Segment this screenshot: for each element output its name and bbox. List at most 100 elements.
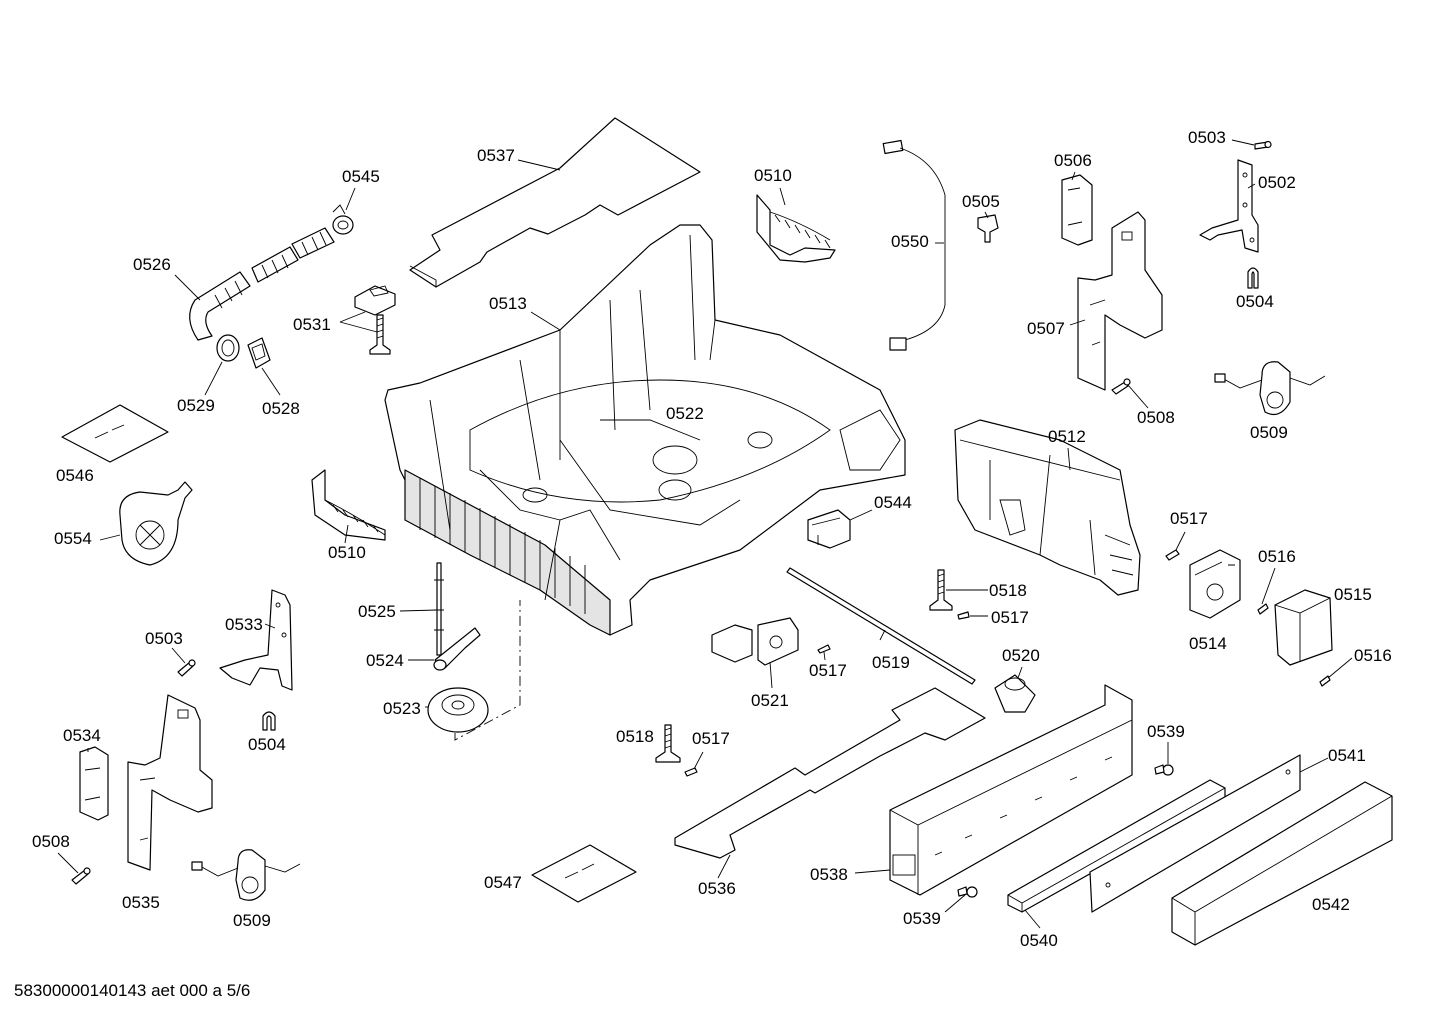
document-id: 58300000140143 aet 000 a 5/6 — [14, 981, 251, 1000]
part-0554-pump — [119, 481, 193, 566]
label-0502: 0502 — [1258, 173, 1296, 192]
part-0506-cover — [1061, 174, 1093, 246]
label-0528: 0528 — [262, 399, 300, 418]
label-0526: 0526 — [133, 255, 171, 274]
part-0508-screw — [1111, 378, 1131, 395]
label-0539-top: 0539 — [1147, 722, 1185, 741]
label-0550: 0550 — [891, 232, 929, 251]
label-0525: 0525 — [358, 602, 396, 621]
label-0536: 0536 — [698, 879, 736, 898]
part-0517-screw-right — [1165, 549, 1180, 561]
part-0517-screw-mid — [817, 644, 831, 654]
label-0504-left: 0504 — [248, 735, 286, 754]
label-0517-right: 0517 — [1170, 509, 1208, 528]
label-0533: 0533 — [225, 615, 263, 634]
part-0510-spring-top — [756, 194, 836, 263]
part-0517-screw-lower — [684, 767, 698, 777]
label-0522: 0522 — [666, 404, 704, 423]
part-0525-rod — [434, 562, 444, 656]
part-0542-kick-plate — [1171, 781, 1393, 946]
label-0517-mid: 0517 — [809, 661, 847, 680]
label-0554: 0554 — [54, 529, 92, 548]
label-0524: 0524 — [366, 651, 404, 670]
part-0529-clamp — [216, 334, 240, 362]
part-0515-cover — [1274, 589, 1333, 666]
label-0503-top: 0503 — [1188, 128, 1226, 147]
label-0518-lower: 0518 — [616, 727, 654, 746]
label-0514: 0514 — [1189, 634, 1227, 653]
part-0541-panel — [1089, 754, 1301, 913]
label-0546: 0546 — [56, 466, 94, 485]
label-0535: 0535 — [122, 893, 160, 912]
part-0513-base-tub — [384, 224, 906, 636]
label-0508-right: 0508 — [1137, 408, 1175, 427]
label-0508-left: 0508 — [32, 832, 70, 851]
label-0539-bottom: 0539 — [903, 909, 941, 928]
part-0512-control-unit — [954, 419, 1141, 596]
label-0544: 0544 — [874, 493, 912, 512]
label-0519: 0519 — [872, 653, 910, 672]
part-0550-cable — [882, 139, 946, 351]
part-0524-lever — [433, 627, 481, 671]
label-0542: 0542 — [1312, 895, 1350, 914]
part-0535-bracket — [127, 694, 213, 871]
part-0533-bracket — [219, 589, 293, 691]
part-0502-bracket — [1199, 159, 1259, 253]
part-0518-screw-lower — [655, 724, 681, 763]
part-0534-cover — [79, 746, 109, 821]
part-0517-screw-center — [957, 611, 970, 620]
label-0504-top: 0504 — [1236, 292, 1274, 311]
label-0506: 0506 — [1054, 151, 1092, 170]
part-0537-cover-plate — [409, 117, 701, 288]
label-0516-top: 0516 — [1258, 547, 1296, 566]
label-0518-center: 0518 — [989, 581, 1027, 600]
label-0505: 0505 — [962, 192, 1000, 211]
label-0507: 0507 — [1027, 319, 1065, 338]
label-0516-bottom: 0516 — [1354, 646, 1392, 665]
part-0507-bracket — [1077, 211, 1163, 391]
label-0531: 0531 — [293, 315, 331, 334]
label-0547: 0547 — [484, 873, 522, 892]
part-labels: 0537 0545 0526 0531 0513 0529 0528 0510 … — [32, 128, 1392, 950]
label-0538: 0538 — [810, 865, 848, 884]
label-0509-left: 0509 — [233, 911, 271, 930]
part-0508-screw-left — [71, 867, 91, 885]
label-0529: 0529 — [177, 396, 215, 415]
part-0538-panel — [889, 684, 1133, 896]
label-0540: 0540 — [1020, 931, 1058, 950]
part-0531-block-screw — [354, 285, 396, 355]
part-0539-screw-b — [957, 886, 978, 898]
label-0517-center: 0517 — [991, 608, 1029, 627]
label-0510-top: 0510 — [754, 166, 792, 185]
part-0521-valve — [711, 617, 799, 666]
part-0516-screw-a — [1257, 603, 1269, 615]
part-0505-connector — [977, 214, 999, 243]
part-0546-bag — [61, 404, 169, 463]
part-0520-fitting — [994, 674, 1036, 713]
part-0545-clamp — [332, 204, 354, 235]
part-0526-hose — [189, 227, 335, 341]
label-0523: 0523 — [383, 699, 421, 718]
part-0547-bag — [531, 844, 637, 903]
label-0503-left: 0503 — [145, 629, 183, 648]
part-0503-screw-top — [1254, 140, 1272, 150]
label-0517-lower: 0517 — [692, 729, 730, 748]
part-0504-clip-left — [262, 711, 276, 731]
part-0539-screw-a — [1154, 764, 1174, 776]
label-0520: 0520 — [1002, 646, 1040, 665]
part-0544-valve — [807, 509, 851, 549]
part-0523-wheel — [427, 687, 489, 733]
label-0515: 0515 — [1334, 585, 1372, 604]
part-0514-module — [1189, 549, 1241, 619]
part-0503-screw-left — [177, 659, 196, 677]
label-0510-left: 0510 — [328, 543, 366, 562]
label-0509-top: 0509 — [1250, 423, 1288, 442]
part-0510-spring-left — [311, 469, 386, 541]
part-0519-rod — [786, 567, 976, 685]
part-0516-screw-b — [1319, 675, 1331, 687]
part-0504-clip-top — [1247, 267, 1259, 289]
label-0545: 0545 — [342, 167, 380, 186]
label-0537: 0537 — [477, 146, 515, 165]
part-0509-motor-left — [191, 849, 301, 901]
